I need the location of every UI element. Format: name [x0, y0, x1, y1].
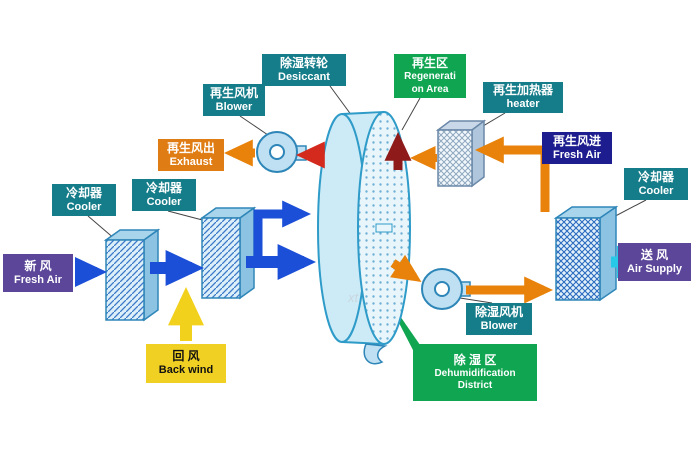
label-back-wind: 回 风 Back wind [146, 344, 226, 383]
label-fresh-air-en: Fresh Air [14, 273, 62, 286]
watermark-text: xt [348, 290, 359, 305]
label-regen-heater-en: heater [506, 98, 540, 111]
dehumid-fan [421, 268, 471, 310]
label-regeneration-area: 再生区 Regenerati on Area [394, 54, 466, 98]
label-back-wind-cn: 回 风 [172, 349, 200, 364]
label-cooler-left1-en: Cooler [66, 200, 102, 213]
label-regen-blower: 再生风机 Blower [203, 84, 265, 116]
leader-regen-blower [239, 115, 269, 136]
label-fresh-air-cn: 新 风 [24, 258, 52, 273]
label-dehumid-district-en1: Dehumidification [434, 367, 516, 379]
rotary-wheel [317, 111, 411, 365]
cooler-box-1 [103, 228, 161, 322]
label-regen-blower-cn: 再生风机 [209, 85, 258, 100]
leader-dehumid-blower [459, 297, 493, 304]
label-desiccant-en: Desiccant [278, 70, 330, 83]
leader-desiccant [329, 85, 353, 117]
label-desiccant-wheel: 除湿转轮 Desiccant [262, 54, 346, 86]
label-cooler-right-cn: 冷却器 [637, 169, 674, 184]
arrow-regen-fresh-to-heater [475, 136, 550, 212]
regen-fan [256, 131, 307, 173]
leader-lines [87, 85, 647, 304]
wheel-hub [375, 223, 393, 233]
arrow-cooler2-to-wheel-upper [253, 200, 311, 256]
label-cooler-left2: 冷却器 Cooler [132, 179, 196, 211]
label-cooler-left2-en: Cooler [146, 195, 182, 208]
label-dehumid-blower-cn: 除湿风机 [474, 304, 523, 319]
label-dehumidification-district: 除 湿 区 Dehumidification District [413, 344, 537, 401]
label-fresh-air: 新 风 Fresh Air [3, 254, 73, 292]
wheel-bottom-ribbon [363, 343, 388, 365]
label-regen-area-cn: 再生区 [411, 56, 448, 70]
label-regen-fresh-air: 再生风进 Fresh Air [542, 132, 612, 164]
label-cooler-left1: 冷却器 Cooler [52, 184, 116, 216]
label-cooler-left2-cn: 冷却器 [145, 180, 182, 195]
label-air-supply-cn: 送 风 [640, 247, 669, 262]
label-regen-heater: 再生加热器 heater [483, 82, 563, 113]
label-cooler-right-en: Cooler [638, 184, 674, 197]
label-dehumid-blower: 除湿风机 Blower [466, 303, 532, 335]
label-desiccant-cn: 除湿转轮 [279, 55, 328, 70]
label-dehumid-blower-en: Blower [480, 319, 518, 332]
cooler-box-right [553, 205, 619, 302]
label-cooler-left1-cn: 冷却器 [65, 185, 102, 200]
label-air-supply: 送 风 Air Supply [618, 243, 691, 281]
regen-heater-box [435, 119, 487, 188]
label-regen-area-en2: on Area [411, 83, 449, 95]
label-regen-fresh-air-en: Fresh Air [553, 148, 601, 161]
label-exhaust-en: Exhaust [169, 155, 213, 168]
label-regen-fresh-air-cn: 再生风进 [552, 133, 601, 148]
label-regen-heater-cn: 再生加热器 [492, 83, 553, 98]
label-exhaust: 再生风出 Exhaust [158, 139, 224, 171]
label-exhaust-cn: 再生风出 [166, 140, 215, 155]
leader-regen-area [401, 97, 421, 131]
label-dehumid-district-cn: 除 湿 区 [453, 352, 497, 367]
label-regen-area-en1: Regenerati [404, 71, 456, 82]
label-back-wind-en: Back wind [158, 364, 214, 377]
arrow-wheel-to-dehumid-fan [390, 254, 422, 282]
label-air-supply-en: Air Supply [626, 262, 682, 275]
cooler-box-2 [199, 206, 257, 300]
label-regen-blower-en: Blower [215, 100, 253, 113]
label-dehumid-district-en2: District [457, 380, 493, 391]
label-cooler-right: 冷却器 Cooler [624, 168, 688, 200]
